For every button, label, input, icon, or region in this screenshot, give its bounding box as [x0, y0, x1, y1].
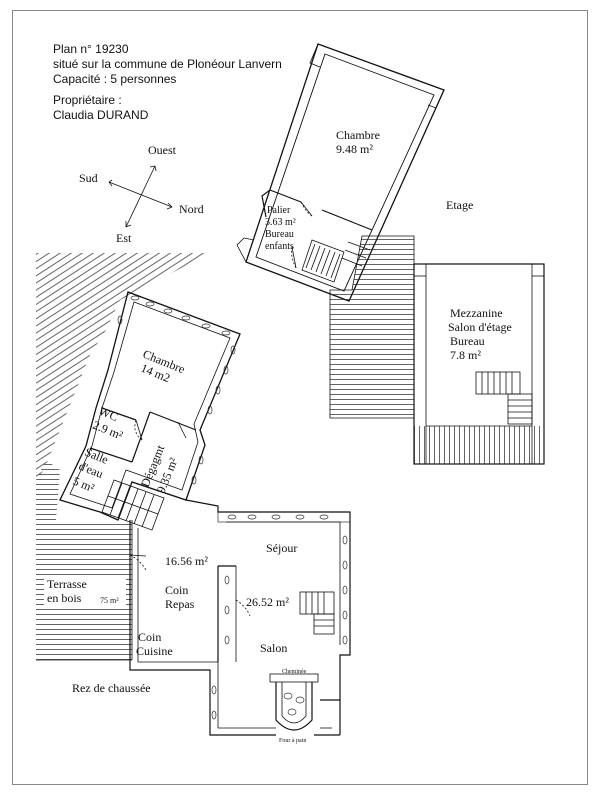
repas-name2: Repas	[165, 597, 195, 611]
four-label: Four à pain	[279, 738, 306, 744]
terrasse-name1: Terrasse	[47, 577, 87, 591]
plan-location: situé sur la commune de Plonéour Lanvern	[53, 57, 282, 71]
compass-rose	[108, 165, 173, 228]
mezz-bureau: Bureau	[450, 334, 485, 348]
compass-west: Ouest	[148, 143, 177, 157]
ground-main-walls	[129, 499, 351, 736]
owner-name: Claudia DURAND	[53, 108, 149, 122]
mezz-salon: Salon d'étage	[448, 320, 512, 334]
upper-chambre-name: Chambre	[336, 128, 380, 142]
palier-area: 3.63 m²	[265, 217, 296, 228]
page-border	[12, 10, 588, 785]
cuisine-name1: Coin	[138, 630, 161, 644]
palier-enfants: enfants	[265, 241, 294, 252]
wc-name: WC	[97, 404, 120, 424]
salon-name: Salon	[260, 641, 287, 655]
floor-label-upper: Etage	[446, 198, 473, 212]
compass-south: Sud	[79, 171, 98, 185]
upper-chambre-area: 9.48 m²	[336, 142, 373, 156]
terrasse-name2: en bois	[47, 591, 82, 605]
plan-number: Plan n° 19230	[53, 42, 129, 56]
terrasse-label-bg	[44, 576, 126, 608]
plan-capacity: Capacité : 5 personnes	[53, 72, 177, 86]
mezz-area: 7.8 m²	[450, 348, 481, 362]
terrasse-area: 75 m²	[100, 596, 119, 605]
salon-area: 26.52 m²	[246, 595, 289, 609]
palier-name: Palier	[267, 205, 291, 216]
compass-north: Nord	[179, 202, 204, 216]
sejour-name: Séjour	[266, 541, 297, 555]
owner-label: Propriétaire :	[53, 93, 122, 107]
upper-hatched-zones	[329, 235, 415, 419]
wc-area: 2.9 m²	[91, 418, 125, 443]
repas-area: 16.56 m²	[165, 554, 208, 568]
ground-wing-walls	[59, 291, 241, 531]
floor-label-ground: Rez de chaussée	[72, 681, 151, 695]
repas-name1: Coin	[165, 583, 188, 597]
mezz-name: Mezzanine	[450, 306, 503, 320]
cheminee-label: Cheminée	[282, 669, 307, 675]
cuisine-name2: Cuisine	[136, 644, 173, 658]
mezzanine-walls	[413, 263, 545, 465]
compass-east: Est	[116, 231, 132, 245]
palier-bureau: Bureau	[265, 229, 294, 240]
